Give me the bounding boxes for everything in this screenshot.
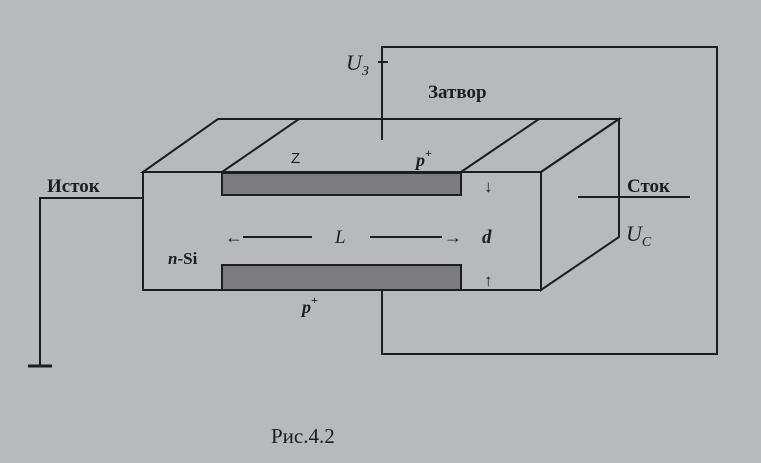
device-right-face [540, 117, 620, 292]
length-label: L [334, 227, 346, 248]
gate-voltage-label: UЗ [346, 50, 369, 79]
semiconductor-label: n-Si [168, 249, 198, 268]
figure-caption: Рис.4.2 [271, 424, 335, 448]
top-gate-region [221, 172, 462, 196]
gate-label: Затвор [428, 82, 487, 103]
z-label: Z [291, 150, 300, 167]
source-wire [39, 197, 143, 366]
bottom-gate-region [221, 264, 462, 291]
top-gate-edge-right [460, 118, 540, 173]
drain-voltage-label: UC [626, 221, 652, 250]
arrow-down-icon: ↓ [484, 177, 493, 196]
p-plus-top-label: p+ [414, 146, 432, 170]
arrow-left-icon: ← [225, 227, 243, 247]
source-label: Исток [47, 176, 100, 197]
arrow-right-icon: → [444, 227, 462, 247]
top-gate-edge-left [221, 118, 300, 173]
arrow-up-icon: ↑ [484, 271, 493, 290]
depth-label: d [482, 227, 492, 248]
p-plus-bottom-label: p+ [300, 293, 318, 317]
drain-label: Сток [627, 176, 670, 197]
